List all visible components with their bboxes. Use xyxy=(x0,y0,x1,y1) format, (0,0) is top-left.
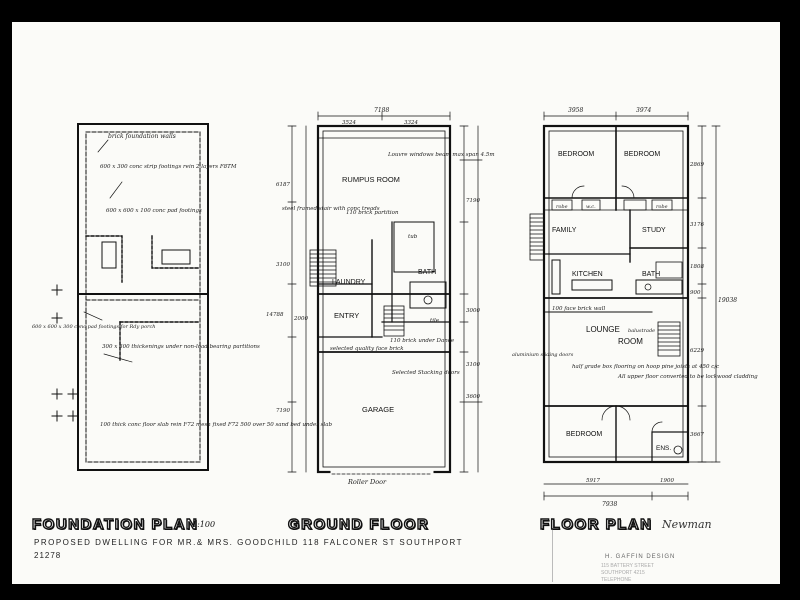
room-bedroom-a: BEDROOM xyxy=(558,151,594,158)
foundation-outer-wall xyxy=(77,123,209,471)
note-stair: steel framed stair with conc treads xyxy=(282,206,380,212)
label-roller-door: Roller Door xyxy=(347,478,387,486)
title-foundation-scale: 1:100 xyxy=(192,520,216,529)
note-strip-footing: 600 x 300 conc strip footings rein 2 lay… xyxy=(100,164,237,170)
dim-ground-right-d: 3600 xyxy=(466,394,480,400)
room-lounge: LOUNGE xyxy=(586,325,620,334)
dim-floor-r2: 3176 xyxy=(690,222,704,228)
dim-ground-top: 7188 xyxy=(374,107,389,114)
note-balustrade: balustrade xyxy=(628,328,655,334)
dim-ground-overall: 14788 xyxy=(266,312,284,318)
dim-ground-side-top: 6187 xyxy=(276,182,290,188)
dim-ground-side-bottom: 7190 xyxy=(276,408,290,414)
title-floor-plan: FLOOR PLAN xyxy=(539,515,653,533)
architectural-drawing: brick foundation walls 600 x 300 conc st… xyxy=(32,107,758,508)
dim-ground-right-c: 3100 xyxy=(466,362,480,368)
dim-ground-top-left: 3524 xyxy=(342,120,356,126)
title-ground-floor: GROUND FLOOR xyxy=(287,515,430,533)
note-plywood: half grade box flooring on hoop pine joi… xyxy=(572,364,719,370)
ground-dimension-lines xyxy=(287,111,483,473)
note-pad-footings: 600 x 600 x 100 conc pad footings xyxy=(106,208,202,214)
ground-floor-plan xyxy=(287,111,483,475)
dim-floor-overall: 19038 xyxy=(718,297,737,304)
note-louvres: Louvre windows beam max span 4.5m xyxy=(387,152,495,158)
dim-floor-r1: 2869 xyxy=(689,162,704,168)
dim-ground-side-low: 2000 xyxy=(293,316,308,322)
note-upper-floor: All upper floor converted to be lockwood… xyxy=(617,374,758,380)
room-ensuite: ENS. xyxy=(656,445,671,452)
dim-floor-bottom: 7938 xyxy=(602,501,617,508)
room-rumpus: RUMPUS ROOM xyxy=(342,175,400,184)
dim-floor-r4: 900 xyxy=(690,290,701,296)
room-bath-floor: BATH xyxy=(642,271,660,278)
note-floor-slab: 100 thick conc floor slab rein F72 mesh … xyxy=(100,422,333,428)
stamp-line-2: SOUTHPORT 4215 xyxy=(601,570,645,576)
stamp-line-1: 115 BATTERY STREET xyxy=(601,563,654,569)
room-kitchen: KITCHEN xyxy=(572,271,603,278)
note-tub: tub xyxy=(408,234,418,240)
room-lounge-room: ROOM xyxy=(618,337,643,346)
note-face-brick-floor: 100 face brick wall xyxy=(552,306,605,312)
drawing-sheet: brick foundation walls 600 x 300 conc st… xyxy=(12,22,780,584)
floor-stairs xyxy=(529,213,681,357)
stamp-line-3: TELEPHONE xyxy=(601,577,632,583)
ground-stair xyxy=(309,249,405,337)
floor-plan xyxy=(529,111,721,501)
label-wc: w.c. xyxy=(586,204,596,210)
room-entry: ENTRY xyxy=(334,311,359,320)
note-pad-footings-porch: 600 x 600 x 300 conc pad footings for Rd… xyxy=(32,324,156,330)
dim-floor-top-right: 3974 xyxy=(636,107,651,114)
note-brick-foundation-wall: brick foundation walls xyxy=(108,133,176,140)
note-partition: 110 brick partition xyxy=(346,210,399,216)
dim-ground-right-b: 3000 xyxy=(466,308,480,314)
note-stacking-doors: Selected Stacking doors xyxy=(392,370,460,376)
project-caption: PROPOSED DWELLING FOR MR.& MRS. GOODCHIL… xyxy=(34,538,463,547)
dim-floor-bottom-right: 1900 xyxy=(660,478,674,484)
dim-ground-right-a: 7190 xyxy=(466,198,480,204)
room-family: FAMILY xyxy=(552,227,577,234)
room-bedroom-c: BEDROOM xyxy=(566,431,602,438)
label-robe-a: robe xyxy=(556,204,568,210)
dim-floor-top-left: 3958 xyxy=(568,107,583,114)
pad-footing-markers xyxy=(51,284,79,422)
job-number: 21278 xyxy=(34,551,62,560)
stamp-name: H. GAFFIN DESIGN xyxy=(605,554,676,560)
designer-stamp: H. GAFFIN DESIGN 115 BATTERY STREET SOUT… xyxy=(552,530,674,583)
room-laundry: LAUNDRY xyxy=(332,279,366,286)
dim-floor-r5: 6229 xyxy=(690,348,704,354)
note-brick-duct: 110 brick under Dance xyxy=(390,338,455,344)
dim-ground-top-right: 3324 xyxy=(404,120,418,126)
note-face-brick-ground: selected quality face brick xyxy=(330,346,404,352)
room-bedroom-b: BEDROOM xyxy=(624,151,660,158)
room-bath-ground: BATH xyxy=(418,269,436,276)
dim-floor-bottom-left: 5917 xyxy=(586,478,600,484)
designer-signature: Newman xyxy=(662,518,712,531)
foundation-plan xyxy=(51,123,209,471)
label-robe-b: robe xyxy=(656,204,668,210)
floor-dimension-lines xyxy=(543,111,721,501)
title-foundation-plan: FOUNDATION PLAN xyxy=(31,515,199,533)
note-aluminium: aluminium sliding doors xyxy=(512,352,574,358)
note-thickenings: 300 x 300 thickenings under non-load bea… xyxy=(102,344,260,350)
dim-floor-r6: 3667 xyxy=(690,432,704,438)
foundation-inner-wall xyxy=(85,131,201,463)
room-garage: GARAGE xyxy=(362,405,394,414)
dim-ground-side-mid: 3100 xyxy=(276,262,290,268)
dim-floor-r3: 1808 xyxy=(690,264,704,270)
room-study: STUDY xyxy=(642,227,666,234)
note-tile: tile xyxy=(430,318,440,324)
